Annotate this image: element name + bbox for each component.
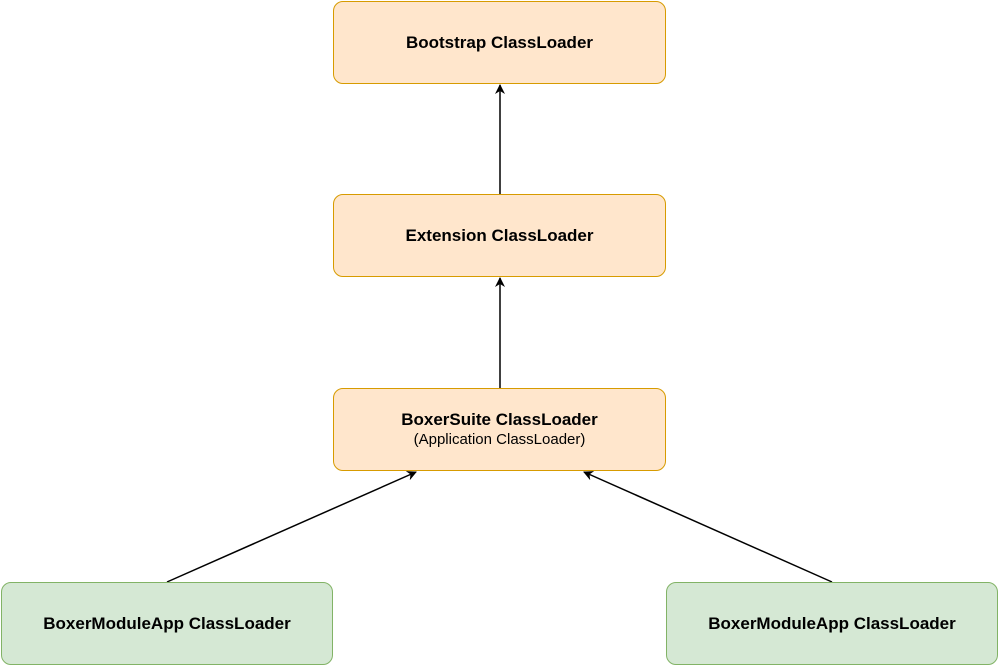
extension-classloader-node[interactable]: Extension ClassLoader: [333, 194, 666, 277]
node-subtitle: (Application ClassLoader): [413, 431, 586, 448]
edge-module-left-to-boxersuite: [166, 471, 417, 583]
boxersuite-classloader-node[interactable]: BoxerSuite ClassLoader (Application Clas…: [333, 388, 666, 471]
bootstrap-classloader-node[interactable]: Bootstrap ClassLoader: [333, 1, 666, 84]
node-title: BoxerModuleApp ClassLoader: [708, 613, 956, 633]
boxermoduleapp-classloader-right-node[interactable]: BoxerModuleApp ClassLoader: [666, 582, 998, 665]
node-title: Bootstrap ClassLoader: [405, 32, 594, 52]
edge-module-right-to-boxersuite: [583, 471, 833, 583]
node-title: BoxerSuite ClassLoader: [401, 410, 598, 429]
boxermoduleapp-classloader-left-node[interactable]: BoxerModuleApp ClassLoader: [1, 582, 333, 665]
node-title: Extension ClassLoader: [405, 225, 594, 245]
node-title: BoxerModuleApp ClassLoader: [43, 613, 291, 633]
